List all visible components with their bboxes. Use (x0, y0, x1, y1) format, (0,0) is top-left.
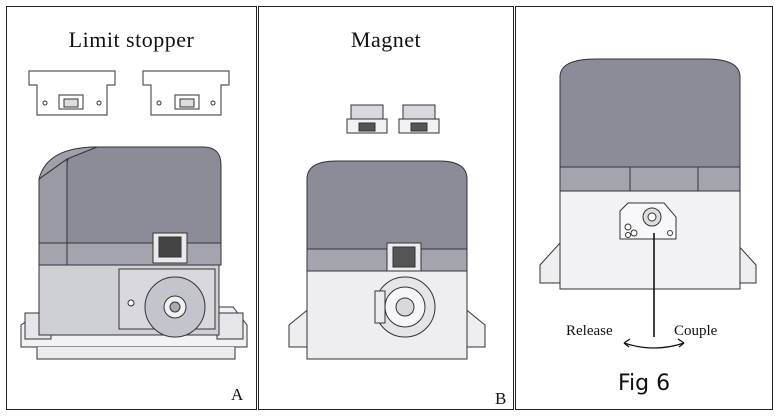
limit-stopper-right-icon (142, 70, 230, 116)
magnet-right-icon (398, 104, 440, 134)
panel-b-letter: B (495, 389, 507, 408)
limit-stopper-illustration (20, 70, 248, 360)
figure-caption: Fig 6 (618, 371, 671, 396)
panel-release-couple: Release Couple Fig 6 (515, 6, 773, 410)
couple-label: Couple (674, 323, 718, 339)
panel-b-title: Magnet (350, 27, 422, 52)
panel-a-letter: A (231, 385, 244, 404)
panel-magnet: Magnet (258, 6, 514, 410)
gate-motor-unit-b (288, 160, 486, 360)
panel-limit-stopper: Limit stopper (6, 6, 257, 410)
release-label: Release (566, 323, 613, 339)
magnet-illustration (288, 104, 486, 360)
gate-motor-unit-rear (539, 58, 757, 290)
gate-motor-unit-a (20, 146, 248, 360)
panel-a-title: Limit stopper (68, 27, 195, 52)
motor-rear-illustration (539, 58, 757, 349)
release-couple-arc-arrow (623, 342, 685, 349)
limit-stopper-left-icon (28, 70, 116, 116)
magnet-left-icon (346, 104, 388, 134)
